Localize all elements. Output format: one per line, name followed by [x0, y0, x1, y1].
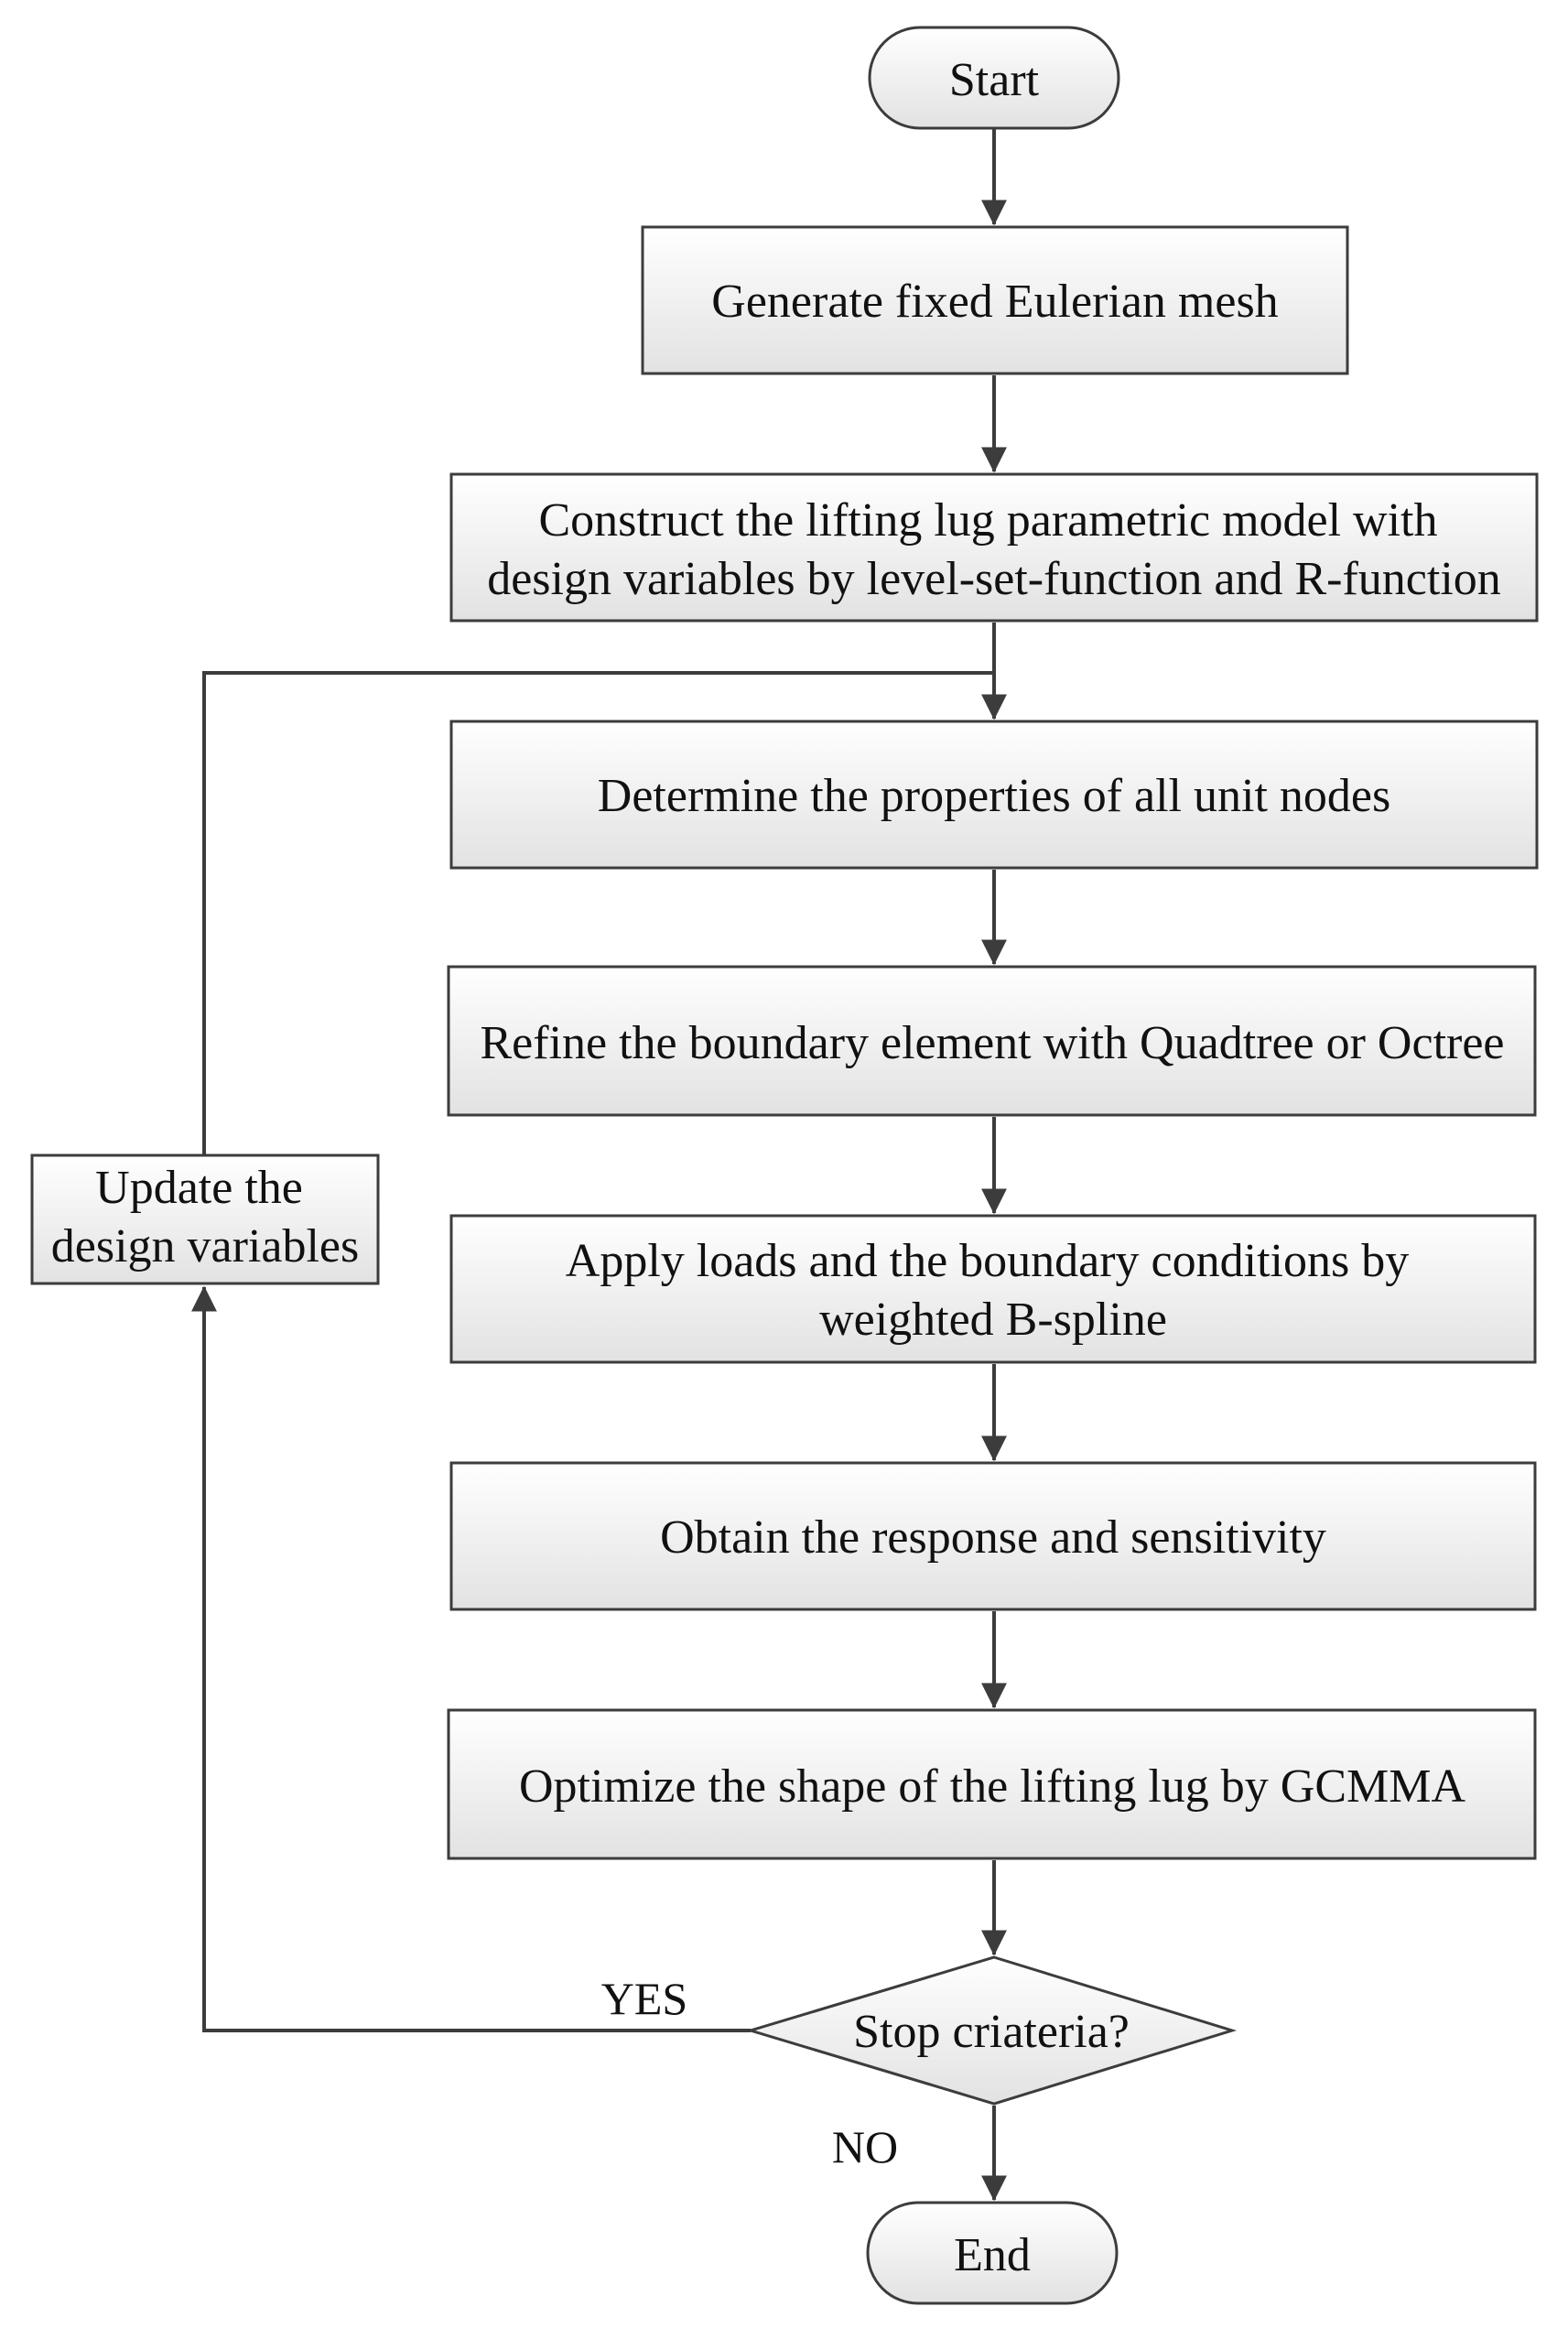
nodes [30, 26, 1539, 2305]
stop-node [745, 1955, 1238, 2106]
stop-label: Stop criateria? [853, 2006, 1130, 2058]
end-node [866, 2201, 1119, 2305]
connectors [191, 128, 1007, 2202]
update-label-line-1: Update the [95, 1162, 303, 1214]
obtain-label-line: Obtain the response and sensitivity [660, 1511, 1326, 1564]
refine-node [447, 965, 1537, 1117]
optimize-node [447, 1708, 1537, 1860]
update-label-line-2: design variables [51, 1220, 359, 1272]
apply-label-line-2: weighted B-spline [819, 1294, 1167, 1346]
start-node [868, 26, 1120, 130]
start-label-line: Start [949, 54, 1040, 106]
end-label-line: End [954, 2229, 1031, 2281]
mesh-node [641, 225, 1349, 375]
edge-stop-update [191, 1285, 751, 2032]
determine-node [449, 720, 1539, 870]
stop-label-line: Stop criateria? [853, 2006, 1130, 2058]
determine-label-line: Determine the properties of all unit nod… [598, 770, 1390, 822]
edge-labels: YES NO [601, 1973, 898, 2172]
yes-label: YES [601, 1973, 687, 2024]
apply-label: Apply loads and the boundary conditions … [566, 1235, 1421, 1346]
apply-label-line-1: Apply loads and the boundary conditions … [566, 1235, 1409, 1287]
optimize-label: Optimize the shape of the lifting lug by… [519, 1760, 1466, 1813]
no-label: NO [832, 2121, 898, 2172]
update-node [30, 1153, 380, 1285]
construct-node [449, 472, 1539, 623]
optimize-label-line: Optimize the shape of the lifting lug by… [519, 1760, 1466, 1813]
node-labels: Start Generate fixed Eulerian mesh Const… [51, 54, 1505, 2281]
construct-label-line-1: Construct the lifting lug parametric mod… [538, 494, 1437, 547]
construct-label-line-2: design variables by level-set-function a… [487, 553, 1501, 605]
construct-label: Construct the lifting lug parametric mod… [487, 494, 1501, 605]
determine-label: Determine the properties of all unit nod… [598, 770, 1390, 822]
edge-update-determine [202, 671, 994, 1155]
refine-label-line: Refine the boundary element with Quadtre… [481, 1017, 1505, 1069]
update-label: Update the design variables [51, 1162, 359, 1272]
start-label: Start [949, 54, 1040, 106]
obtain-label: Obtain the response and sensitivity [660, 1511, 1326, 1564]
mesh-label: Generate fixed Eulerian mesh [711, 276, 1278, 328]
mesh-label-line: Generate fixed Eulerian mesh [711, 276, 1278, 328]
apply-node [449, 1214, 1537, 1364]
obtain-node [449, 1461, 1537, 1611]
end-label: End [954, 2229, 1031, 2281]
refine-label: Refine the boundary element with Quadtre… [481, 1017, 1505, 1069]
